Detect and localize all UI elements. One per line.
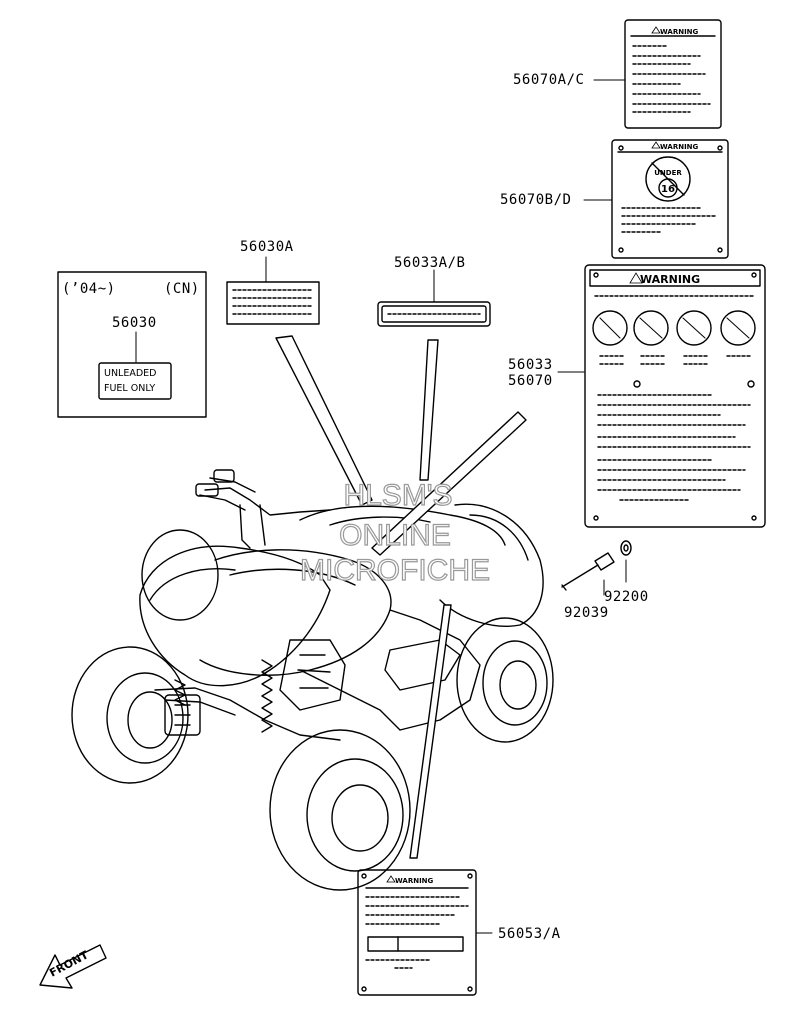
under-text: UNDER: [654, 169, 682, 177]
warning-text-56070ac: WARNING: [660, 28, 699, 36]
washer-92200: [620, 540, 632, 556]
inset-part-56030: 56030: [112, 315, 157, 331]
label-56033-56070: [584, 264, 766, 528]
front-text: FRONT: [47, 948, 91, 979]
label-56070bd: [611, 139, 729, 259]
warning-text-56070bd: WARNING: [660, 143, 699, 151]
leader-lines: [135, 79, 627, 934]
svg-text:HLSM'S: HLSM'S: [343, 479, 452, 512]
warning-text-56033: WARNING: [640, 273, 700, 286]
label-56033ab: [377, 301, 491, 327]
part-56033ab: 56033A/B: [394, 255, 466, 271]
svg-text:ONLINE: ONLINE: [339, 519, 451, 552]
part-56070bd: 56070B/D: [500, 192, 572, 208]
part-56053a: 56053/A: [498, 926, 561, 942]
part-56070ac: 56070A/C: [513, 72, 585, 88]
part-92039: 92039: [564, 605, 609, 621]
rivet-92039: [561, 552, 615, 591]
atv-body: [139, 469, 544, 741]
leader-wedges: [275, 335, 527, 859]
wheels: [71, 529, 554, 891]
label-56053a: [357, 869, 477, 996]
unleaded-label-line2: FUEL ONLY: [104, 383, 156, 394]
part-56033: 56033: [508, 357, 553, 373]
part-56070: 56070: [508, 373, 553, 389]
warning-text-56053: WARNING: [395, 877, 434, 885]
label-56030a: [226, 281, 320, 325]
inset-box: [57, 271, 207, 418]
svg-text:MICROFICHE: MICROFICHE: [300, 554, 490, 587]
label-56070ac: [624, 19, 722, 129]
under-age-text: 16: [661, 184, 675, 195]
unleaded-label-line1: UNLEADED: [104, 368, 157, 379]
part-56030a: 56030A: [240, 239, 294, 255]
part-92200: 92200: [604, 589, 649, 605]
inset-market: (CN): [164, 281, 200, 297]
inset-year: (’04~): [62, 281, 116, 297]
front-arrow-icon: [39, 944, 107, 989]
watermark: HLSM'S ONLINE MICROFICHE: [299, 478, 490, 587]
